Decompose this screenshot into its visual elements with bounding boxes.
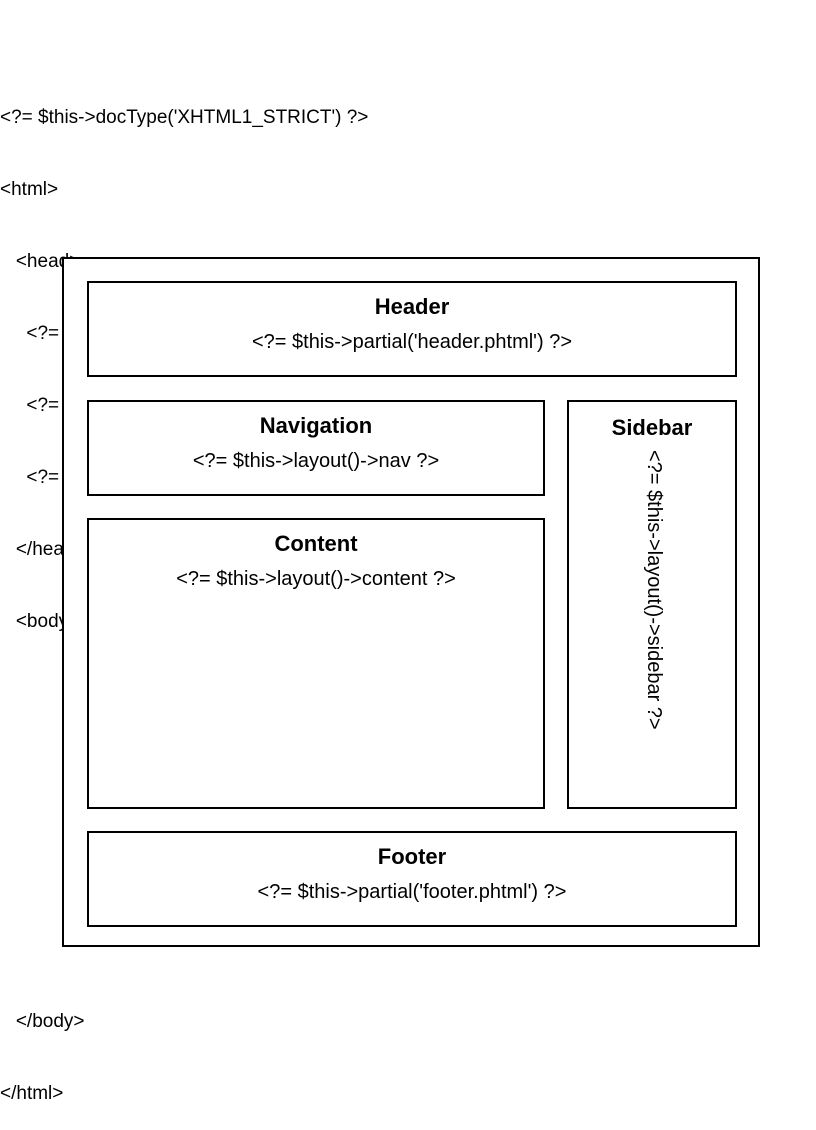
region-sidebar-code: <?= $this->layout()->sidebar ?>: [643, 450, 665, 730]
code-line: <html>: [0, 179, 59, 200]
layout-diagram-container: Header <?= $this->partial('header.phtml'…: [62, 257, 760, 947]
region-sidebar: Sidebar <?= $this->layout()->sidebar ?>: [567, 400, 737, 809]
region-footer-code: <?= $this->partial('footer.phtml') ?>: [257, 881, 567, 903]
region-content-title: Content: [274, 531, 358, 556]
region-content-code: <?= $this->layout()->content ?>: [176, 568, 456, 590]
code-listing-bottom: </body> </html>: [0, 962, 816, 1130]
region-footer: Footer <?= $this->partial('footer.phtml'…: [87, 831, 737, 927]
region-footer-title: Footer: [377, 844, 447, 869]
code-line: </body>: [0, 1011, 85, 1032]
region-navigation-title: Navigation: [259, 413, 373, 438]
region-header-code: <?= $this->partial('header.phtml') ?>: [251, 331, 573, 353]
region-sidebar-code-wrap: <?= $this->layout()->sidebar ?>: [569, 450, 739, 805]
region-content: Content <?= $this->layout()->content ?>: [87, 518, 545, 809]
code-line: </html>: [0, 1083, 64, 1104]
region-navigation: Navigation <?= $this->layout()->nav ?>: [87, 400, 545, 496]
region-navigation-code: <?= $this->layout()->nav ?>: [192, 450, 440, 472]
region-header: Header <?= $this->partial('header.phtml'…: [87, 281, 737, 377]
region-header-title: Header: [374, 294, 450, 319]
region-sidebar-title: Sidebar: [611, 415, 693, 440]
code-line: <?= $this->docType('XHTML1_STRICT') ?>: [0, 107, 369, 128]
